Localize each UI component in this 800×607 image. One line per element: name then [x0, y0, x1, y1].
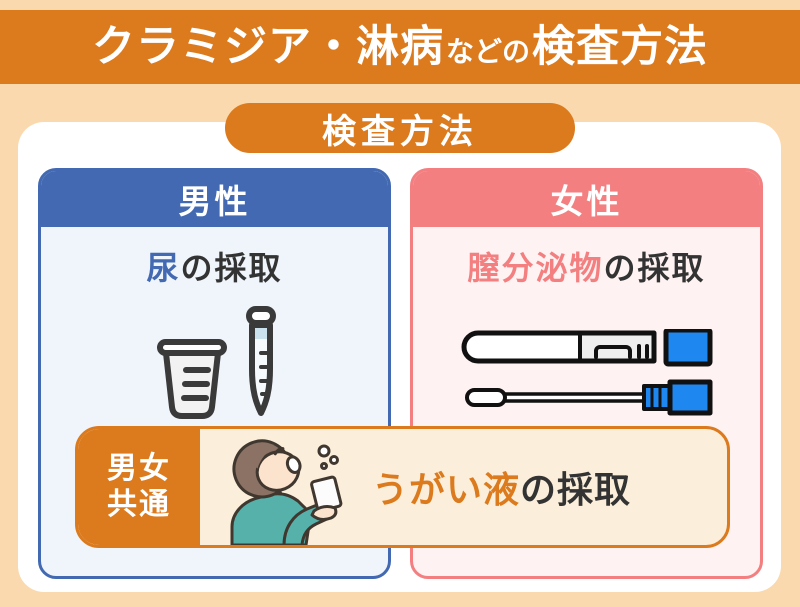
gargling-person-illustration: [230, 439, 343, 545]
illustration-wrap: [200, 429, 372, 545]
male-method-label: 尿の採取: [41, 243, 388, 289]
female-method-rest: の採取: [603, 250, 706, 286]
title-main-left: クラミジア・淋病: [91, 23, 444, 71]
swab-tube-icon: [461, 329, 712, 367]
female-method-highlight: 膣分泌物: [467, 250, 604, 286]
shared-method-rest: の採取: [520, 469, 632, 510]
title-connector: などの: [445, 36, 530, 67]
urine-cup-icon: [156, 339, 227, 419]
male-method-highlight: 尿: [146, 250, 181, 286]
male-method-rest: の採取: [180, 250, 283, 286]
female-icon-group: [413, 329, 760, 419]
shared-badge: 男女 共通: [78, 429, 200, 545]
shared-badge-line2: 共通: [107, 488, 171, 521]
shared-method-box: 男女 共通: [75, 426, 730, 548]
shared-method-highlight: うがい液: [372, 469, 521, 510]
title-banner: クラミジア・淋病 などの 検査方法: [0, 10, 800, 84]
swab-stick-icon: [464, 379, 712, 416]
male-column-header: 男性: [41, 171, 388, 227]
male-icon-group: [41, 305, 388, 423]
section-badge: 検査方法: [225, 103, 575, 153]
female-column-header: 女性: [413, 171, 760, 227]
shared-method-label: うがい液の採取: [372, 429, 727, 545]
female-method-label: 膣分泌物の採取: [413, 243, 760, 289]
title-main-right: 検査方法: [532, 23, 708, 71]
test-tube-icon: [245, 306, 276, 416]
shared-badge-line1: 男女: [107, 452, 171, 485]
